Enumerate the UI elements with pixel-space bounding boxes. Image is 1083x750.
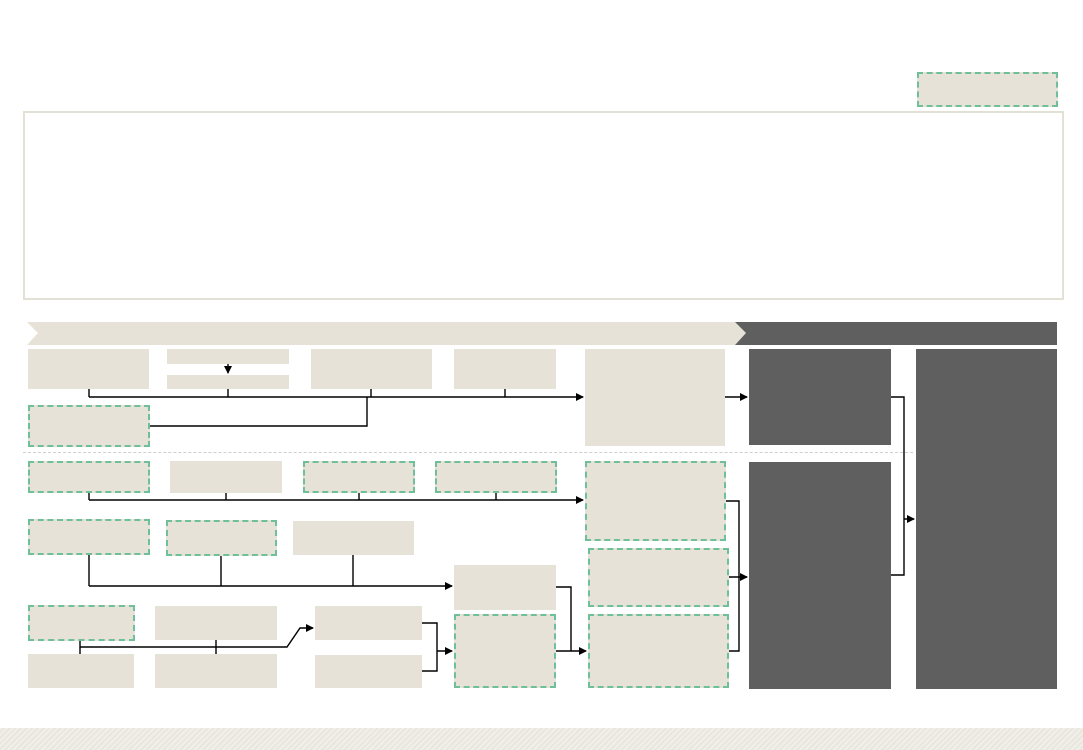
node-r2-3 xyxy=(303,461,415,493)
node-r4-3 xyxy=(28,654,134,688)
row-divider xyxy=(23,452,913,453)
node-r1-5 xyxy=(28,405,150,447)
description-panel xyxy=(23,111,1064,300)
connector-r1-drops xyxy=(88,389,506,397)
node-r4-1 xyxy=(28,605,135,641)
footer-strip xyxy=(0,728,1083,750)
connector-r2-drops xyxy=(88,493,497,500)
node-r1-2a xyxy=(167,349,289,364)
node-r4-5 xyxy=(315,606,422,640)
phase-arrow-2 xyxy=(735,322,1057,345)
node-r4-4 xyxy=(155,654,277,688)
node-r1-1 xyxy=(28,349,149,389)
legend-box xyxy=(917,72,1058,107)
connector-r4-merge xyxy=(422,622,452,672)
output-1 xyxy=(749,349,891,445)
node-r1-3 xyxy=(311,349,432,389)
node-mid-4 xyxy=(585,461,726,541)
node-r3-2 xyxy=(166,520,277,556)
node-mid-6 xyxy=(588,614,729,688)
node-r2-2 xyxy=(170,461,282,493)
node-r4-2 xyxy=(155,606,277,640)
connector-r1-feed xyxy=(150,397,368,427)
phase-arrow-1 xyxy=(27,322,746,345)
node-r1-2b xyxy=(167,375,289,389)
node-r2-4 xyxy=(435,461,557,493)
connector-r4-bus xyxy=(80,624,314,648)
node-mid-5 xyxy=(588,548,729,607)
node-mid-2 xyxy=(454,614,556,688)
connector-out-final xyxy=(891,396,914,576)
connector-col-out2 xyxy=(726,500,747,652)
node-mid-1 xyxy=(454,565,556,610)
connector-mid-merge xyxy=(556,586,586,651)
node-mid-3 xyxy=(585,349,725,446)
node-r3-1 xyxy=(28,519,150,555)
node-r3-3 xyxy=(293,521,414,555)
node-r2-1 xyxy=(28,461,150,493)
node-r1-4 xyxy=(454,349,556,389)
output-final xyxy=(916,349,1057,689)
output-2 xyxy=(749,462,891,689)
node-r4-6 xyxy=(315,655,422,688)
connector-r3-drops xyxy=(88,555,354,586)
